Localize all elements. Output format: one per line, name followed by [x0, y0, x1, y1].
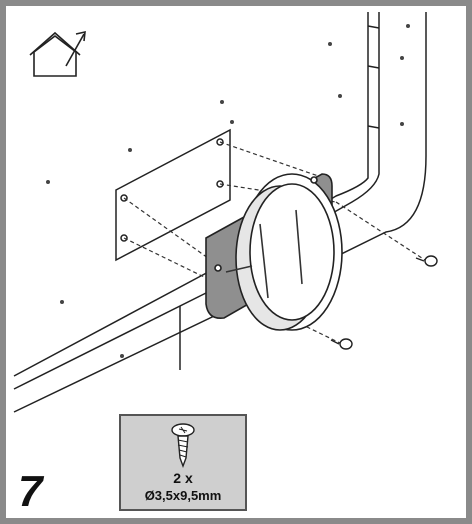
screw-spec-box: 2 x Ø3,5x9,5mm — [119, 414, 247, 511]
ducted-outlet-icon — [29, 30, 86, 77]
screw-size: Ø3,5x9,5mm — [144, 488, 222, 503]
assembly-diagram — [13, 12, 438, 413]
screw-right — [415, 255, 438, 267]
hood-body — [13, 12, 427, 413]
hood-dots — [46, 24, 410, 358]
screw-icon — [171, 423, 195, 468]
duct-connector — [205, 173, 343, 331]
cover-plate — [115, 128, 231, 262]
screw-quantity: 2 x — [173, 470, 193, 486]
screw-left — [330, 338, 353, 350]
step-number: 7 — [18, 467, 43, 516]
